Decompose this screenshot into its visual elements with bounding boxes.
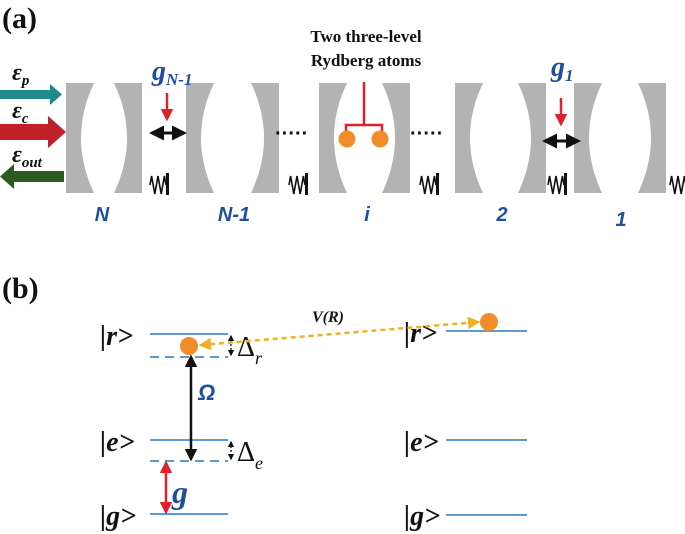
mirror-right-3 xyxy=(382,83,410,193)
right-state-g-label: |g> xyxy=(404,501,440,532)
cavity-label-n-1: N-1 xyxy=(218,204,250,226)
spring-4 xyxy=(547,175,565,195)
rydberg-atom-2 xyxy=(371,130,389,148)
cavity-label-i: i xyxy=(364,204,370,226)
panel-a-label: (a) xyxy=(2,2,37,35)
mirror-left-5 xyxy=(574,83,602,193)
right-state-e-label: |e> xyxy=(404,427,439,458)
atom-bracket xyxy=(344,82,384,136)
cavity-mirrors xyxy=(66,83,666,193)
right-state-r-label: |r> xyxy=(404,318,437,349)
spring-1 xyxy=(149,175,167,195)
left-state-g-label: |g> xyxy=(100,501,136,532)
probe-field-label: εp xyxy=(12,60,30,89)
coupling-right-label: g1 xyxy=(550,52,574,85)
interaction-label: V(R) xyxy=(312,309,344,326)
rydberg-atom-1 xyxy=(338,130,356,148)
spring-2 xyxy=(288,175,306,195)
right-atom-dot xyxy=(480,313,498,331)
atoms-title-line2: Rydberg atoms xyxy=(311,51,422,70)
omega-label: Ω xyxy=(197,380,215,405)
rydberg-interaction-arrow xyxy=(198,316,481,351)
mirror-left-1 xyxy=(66,83,94,193)
cavity-label-1: 1 xyxy=(615,209,626,231)
spring-anchor-3 xyxy=(436,173,439,195)
left-atom-dot xyxy=(180,337,198,355)
spring-5 xyxy=(669,175,685,195)
mirror-left-3 xyxy=(319,83,347,193)
coupling-left-label: gN-1 xyxy=(151,56,192,89)
ellipsis-right: ····· xyxy=(410,123,443,145)
left-state-r-label: |r> xyxy=(100,321,133,352)
mirror-left-4 xyxy=(455,83,483,193)
ellipsis-left: ····· xyxy=(275,123,308,145)
output-field-label: εout xyxy=(12,142,43,171)
probe-input-arrow xyxy=(0,84,62,105)
panel-b-label: (b) xyxy=(2,272,39,305)
control-input-arrow xyxy=(0,116,66,148)
mirror-right-4 xyxy=(518,83,546,193)
cavity-label-n: N xyxy=(95,204,110,226)
mirror-right-5 xyxy=(638,83,666,193)
atoms-title-line1: Two three-level xyxy=(310,27,422,46)
mirror-right-1 xyxy=(114,83,142,193)
delta-e-label: Δe xyxy=(237,437,263,473)
left-state-e-label: |e> xyxy=(100,427,135,458)
cavity-label-2: 2 xyxy=(495,204,507,226)
spring-anchor-2 xyxy=(305,173,308,195)
mirror-left-2 xyxy=(186,83,214,193)
spring-anchor-1 xyxy=(166,173,169,195)
mirror-right-2 xyxy=(251,83,279,193)
g-coupling-label: g xyxy=(171,474,188,510)
spring-3 xyxy=(419,175,437,195)
output-arrow xyxy=(0,164,64,189)
control-field-label: εc xyxy=(12,98,29,127)
delta-r-label: Δr xyxy=(237,332,263,368)
mechanical-springs xyxy=(149,173,685,195)
spring-anchor-4 xyxy=(564,173,567,195)
